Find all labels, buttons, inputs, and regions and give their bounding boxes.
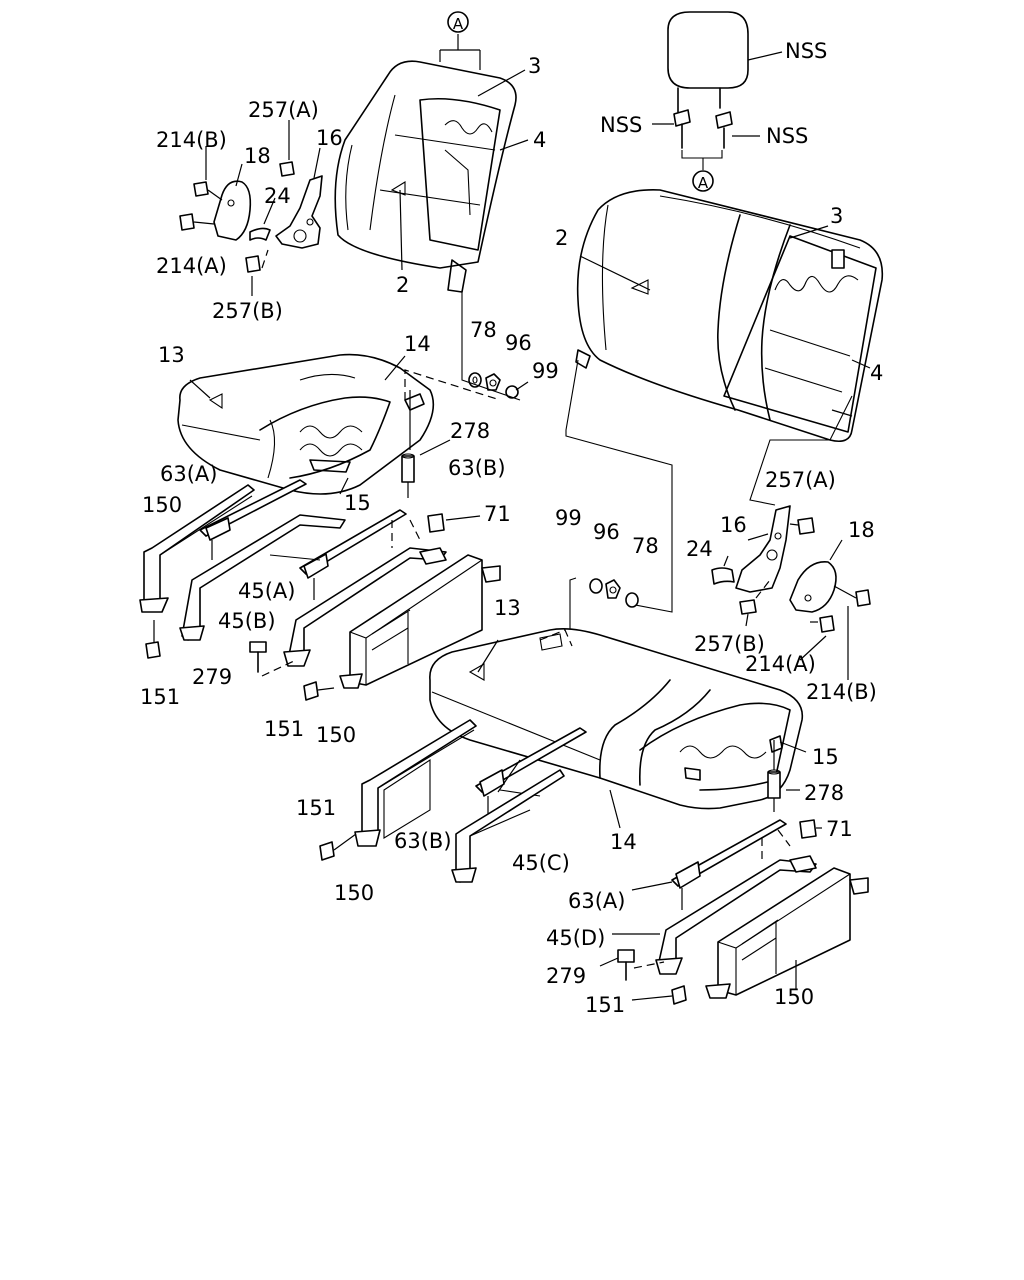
washer-99-upper xyxy=(505,385,519,399)
left-slider-box xyxy=(339,554,501,689)
headrest-guide-right xyxy=(715,111,760,149)
label-71-left: 71 xyxy=(484,502,511,526)
label-2-left: 2 xyxy=(396,273,409,297)
lower-rail-45d xyxy=(655,855,817,975)
nut-96-lower xyxy=(605,579,621,599)
label-214b-right: 214(B) xyxy=(806,680,877,704)
label-279-right: 279 xyxy=(546,964,586,988)
label-63a-left: 63(A) xyxy=(160,462,217,486)
label-14-left: 14 xyxy=(404,332,431,356)
label-78-lower: 78 xyxy=(632,534,659,558)
label-151-left-b: 151 xyxy=(264,717,304,741)
left-seatback xyxy=(334,60,517,293)
label-151-lower-left: 151 xyxy=(296,796,336,820)
label-150-lower-left: 150 xyxy=(334,881,374,905)
label-71-right: 71 xyxy=(826,817,853,841)
label-24-right: 24 xyxy=(686,537,713,561)
bolt-279-right xyxy=(617,949,635,981)
label-150-left-box: 150 xyxy=(316,723,356,747)
right-recliner-cover xyxy=(789,561,837,613)
label-78-upper: 78 xyxy=(470,318,497,342)
nut-96-upper xyxy=(485,373,501,391)
label-99-upper: 99 xyxy=(532,359,559,383)
label-2-right: 2 xyxy=(555,226,568,250)
left-rail-150-outer xyxy=(139,484,255,613)
label-99-lower: 99 xyxy=(555,506,582,530)
left-recliner-cover xyxy=(213,180,252,241)
label-151-right: 151 xyxy=(585,993,625,1017)
label-nss-left-guide: NSS xyxy=(600,113,642,137)
label-96-upper: 96 xyxy=(505,331,532,355)
label-63a-right: 63(A) xyxy=(568,889,625,913)
lower-rail-63a xyxy=(671,819,787,910)
label-15-left: 15 xyxy=(344,491,371,515)
spacer-278-left xyxy=(401,453,415,483)
bolt-279-left xyxy=(249,641,267,673)
left-recliner-mechanism xyxy=(275,175,323,249)
label-279-left: 279 xyxy=(192,665,232,689)
label-3-left: 3 xyxy=(528,54,541,78)
callout-marker-top: A xyxy=(447,11,469,33)
nut-71-left xyxy=(427,513,445,533)
part-labels: NSS NSS NSS 3 4 257(A) 214(B) 16 18 24 2… xyxy=(140,39,883,1017)
left-rail-45a xyxy=(179,514,346,641)
label-15-right: 15 xyxy=(812,745,839,769)
label-214a-left: 214(A) xyxy=(156,254,227,278)
left-rail-63a xyxy=(199,479,307,560)
lower-rail-63b xyxy=(475,727,587,816)
label-18-right: 18 xyxy=(848,518,875,542)
label-45a: 45(A) xyxy=(238,579,295,603)
svg-text:A: A xyxy=(698,174,709,192)
label-278-left: 278 xyxy=(450,419,490,443)
label-45d: 45(D) xyxy=(546,926,605,950)
label-16-right: 16 xyxy=(720,513,747,537)
spacer-278-right xyxy=(767,769,781,799)
right-recliner-mechanism xyxy=(735,505,791,593)
label-278-right: 278 xyxy=(804,781,844,805)
lower-rail-45c xyxy=(451,769,565,883)
washer-99-lower xyxy=(589,578,603,594)
label-14-right: 14 xyxy=(610,830,637,854)
svg-text:A: A xyxy=(453,15,464,33)
callout-marker-headrest: A xyxy=(692,170,714,192)
label-4-left: 4 xyxy=(533,128,546,152)
lower-slider-box xyxy=(705,867,869,999)
label-151-left-a: 151 xyxy=(140,685,180,709)
label-257b-left: 257(B) xyxy=(212,299,283,323)
label-16-left: 16 xyxy=(316,126,343,150)
headrest xyxy=(667,11,783,113)
label-63b-left: 63(B) xyxy=(448,456,506,480)
label-nss-right-guide: NSS xyxy=(766,124,808,148)
label-13-right: 13 xyxy=(494,596,521,620)
label-3-right: 3 xyxy=(830,204,843,228)
label-257b-right: 257(B) xyxy=(694,632,765,656)
label-150-left-outer: 150 xyxy=(142,493,182,517)
label-18-left: 18 xyxy=(244,144,271,168)
label-13-left: 13 xyxy=(158,343,185,367)
label-nss-headrest: NSS xyxy=(785,39,827,63)
label-4-right: 4 xyxy=(870,361,883,385)
lower-rail-150-left xyxy=(354,719,477,847)
label-24-left: 24 xyxy=(264,184,291,208)
label-214b-left: 214(B) xyxy=(156,128,227,152)
left-seat-cushion xyxy=(177,353,435,495)
label-257a-left: 257(A) xyxy=(248,98,319,122)
right-seatback xyxy=(575,189,884,443)
label-45c: 45(C) xyxy=(512,851,570,875)
right-seat-cushion xyxy=(429,628,804,810)
label-257a-right: 257(A) xyxy=(765,468,836,492)
nut-71-right xyxy=(799,819,817,839)
left-rail-63b xyxy=(269,509,407,600)
headrest-guide-left xyxy=(652,109,691,149)
label-150-right-box: 150 xyxy=(774,985,814,1009)
washer-78-lower xyxy=(625,592,639,608)
label-96-lower: 96 xyxy=(593,520,620,544)
label-214a-right: 214(A) xyxy=(745,652,816,676)
label-63b-lower: 63(B) xyxy=(394,829,452,853)
label-45b: 45(B) xyxy=(218,609,276,633)
